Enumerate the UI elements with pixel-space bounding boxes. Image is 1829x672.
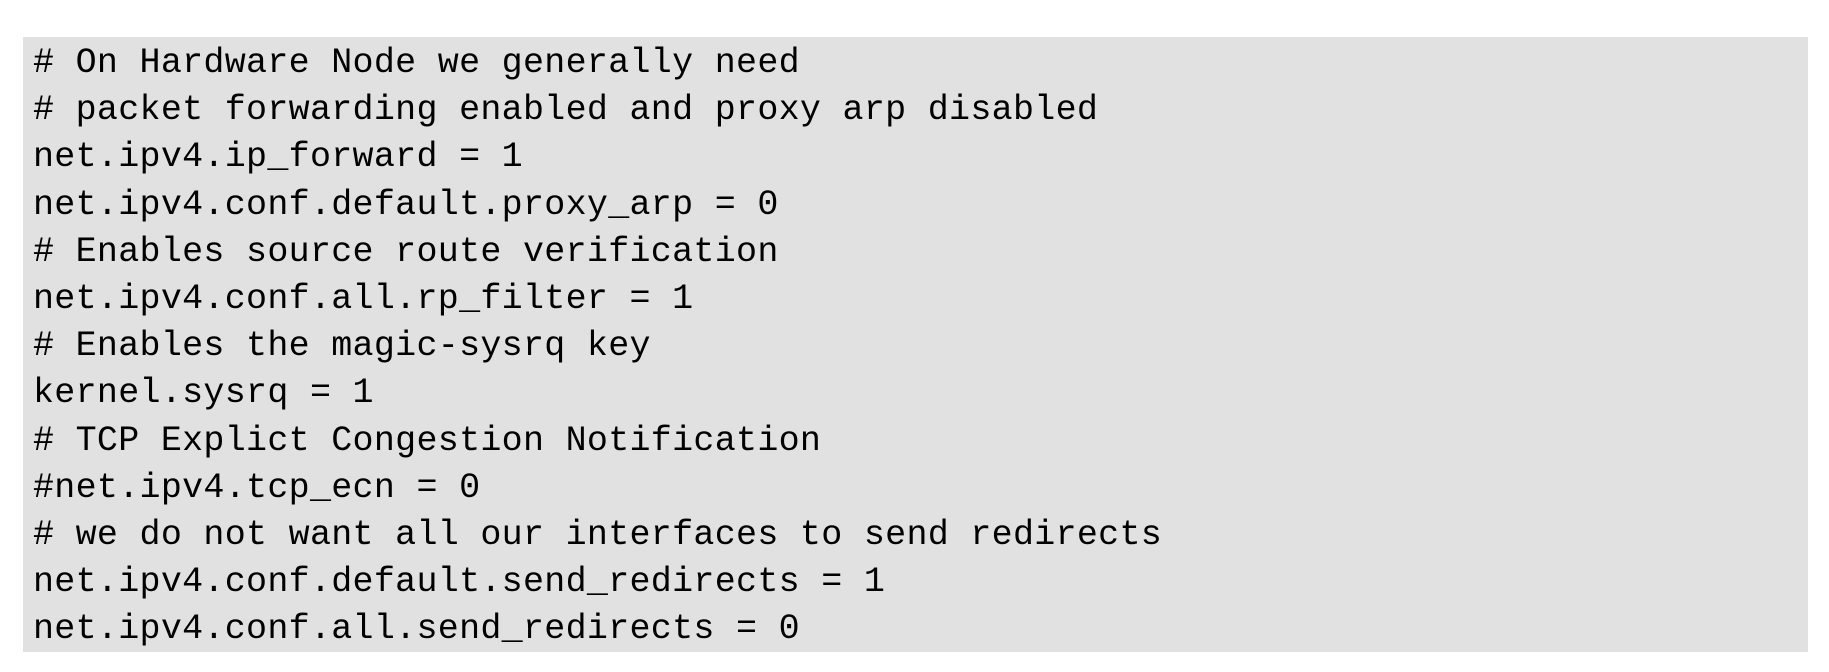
code-line: net.ipv4.conf.default.send_redirects = 1 bbox=[33, 562, 886, 603]
code-line: # Enables source route verification bbox=[33, 231, 779, 272]
code-block: # On Hardware Node we generally need # p… bbox=[23, 37, 1808, 652]
code-line: # packet forwarding enabled and proxy ar… bbox=[33, 90, 1099, 131]
code-line: net.ipv4.ip_forward = 1 bbox=[33, 137, 523, 178]
code-line: # Enables the magic-sysrq key bbox=[33, 326, 651, 367]
code-line: #net.ipv4.tcp_ecn = 0 bbox=[33, 467, 481, 508]
code-line: # we do not want all our interfaces to s… bbox=[33, 514, 1163, 555]
code-line: # TCP Explict Congestion Notification bbox=[33, 420, 822, 461]
code-line: # On Hardware Node we generally need bbox=[33, 43, 800, 83]
code-line: net.ipv4.conf.default.proxy_arp = 0 bbox=[33, 184, 779, 225]
code-line: net.ipv4.conf.all.rp_filter = 1 bbox=[33, 278, 694, 319]
code-line: net.ipv4.conf.all.send_redirects = 0 bbox=[33, 609, 800, 650]
code-line: kernel.sysrq = 1 bbox=[33, 373, 374, 414]
